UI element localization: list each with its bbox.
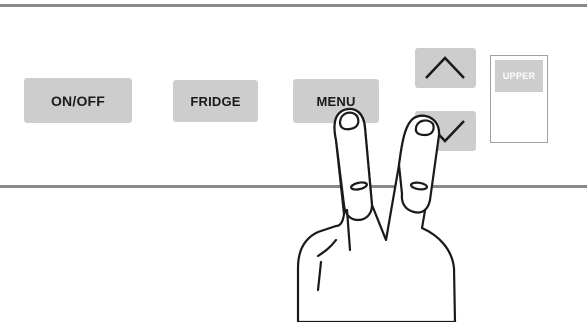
upper-indicator-label: UPPER — [495, 60, 543, 92]
upper-indicator-panel: UPPER — [490, 55, 548, 143]
down-arrow-button[interactable] — [415, 111, 476, 151]
menu-button-label: MENU — [316, 94, 355, 109]
up-arrow-button[interactable] — [415, 48, 476, 88]
fridge-button[interactable]: FRIDGE — [173, 80, 258, 122]
chevron-down-icon — [415, 111, 476, 151]
panel-top-edge — [0, 4, 587, 7]
panel-bottom-edge — [0, 185, 587, 188]
menu-button[interactable]: MENU — [293, 79, 379, 123]
on-off-button[interactable]: ON/OFF — [24, 78, 132, 123]
fridge-button-label: FRIDGE — [190, 94, 240, 109]
chevron-up-icon — [415, 48, 476, 88]
on-off-button-label: ON/OFF — [51, 93, 105, 109]
